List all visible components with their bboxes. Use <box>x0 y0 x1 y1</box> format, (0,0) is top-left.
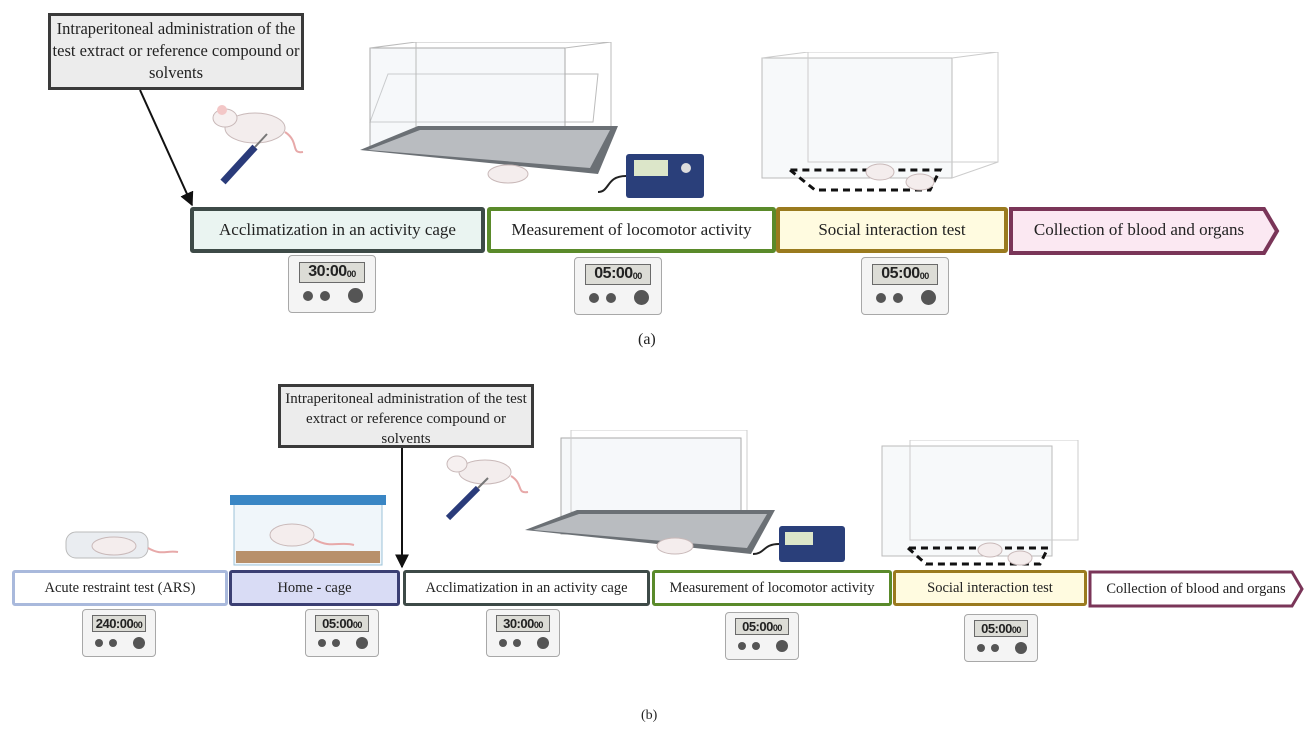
step-a-collection: Collection of blood and organs <box>1033 220 1245 239</box>
restraint-tube-icon <box>65 531 179 559</box>
step-b-social: Social interaction test <box>893 570 1087 606</box>
step-b-collection: Collection of blood and organs <box>1106 580 1286 597</box>
step-b-collection-arrow <box>1088 570 1304 608</box>
arrow-a <box>139 89 194 207</box>
social-cage-icon <box>761 52 999 192</box>
injection-callout-a: Intraperitoneal administration of the te… <box>48 13 304 90</box>
panel-label-b: (b) <box>641 708 658 723</box>
callout-text-a: Intraperitoneal administration of the te… <box>52 19 300 82</box>
activity-cage-icon <box>360 42 704 198</box>
step-b-restraint: Acute restraint test (ARS) <box>12 570 228 606</box>
home-cage-icon <box>230 495 386 566</box>
mouse-syringe-icon <box>212 105 304 185</box>
injection-callout-b: Intraperitoneal administration of the te… <box>278 384 534 448</box>
step-a-social: Social interaction test <box>776 207 1008 253</box>
step-b-home-cage: Home - cage <box>229 570 400 606</box>
mouse-syringe-icon-b <box>445 455 529 521</box>
social-cage-icon-b <box>881 440 1079 566</box>
callout-text-b: Intraperitoneal administration of the te… <box>285 391 527 447</box>
step-a-locomotor: Measurement of locomotor activity <box>487 207 776 253</box>
step-b-acclimatization: Acclimatization in an activity cage <box>403 570 650 606</box>
panel-label-a: (a) <box>638 331 656 348</box>
step-a-collection-arrow <box>1009 207 1280 255</box>
step-a-acclimatization: Acclimatization in an activity cage <box>190 207 485 253</box>
step-b-locomotor: Measurement of locomotor activity <box>652 570 892 606</box>
activity-cage-icon-b <box>525 430 845 562</box>
